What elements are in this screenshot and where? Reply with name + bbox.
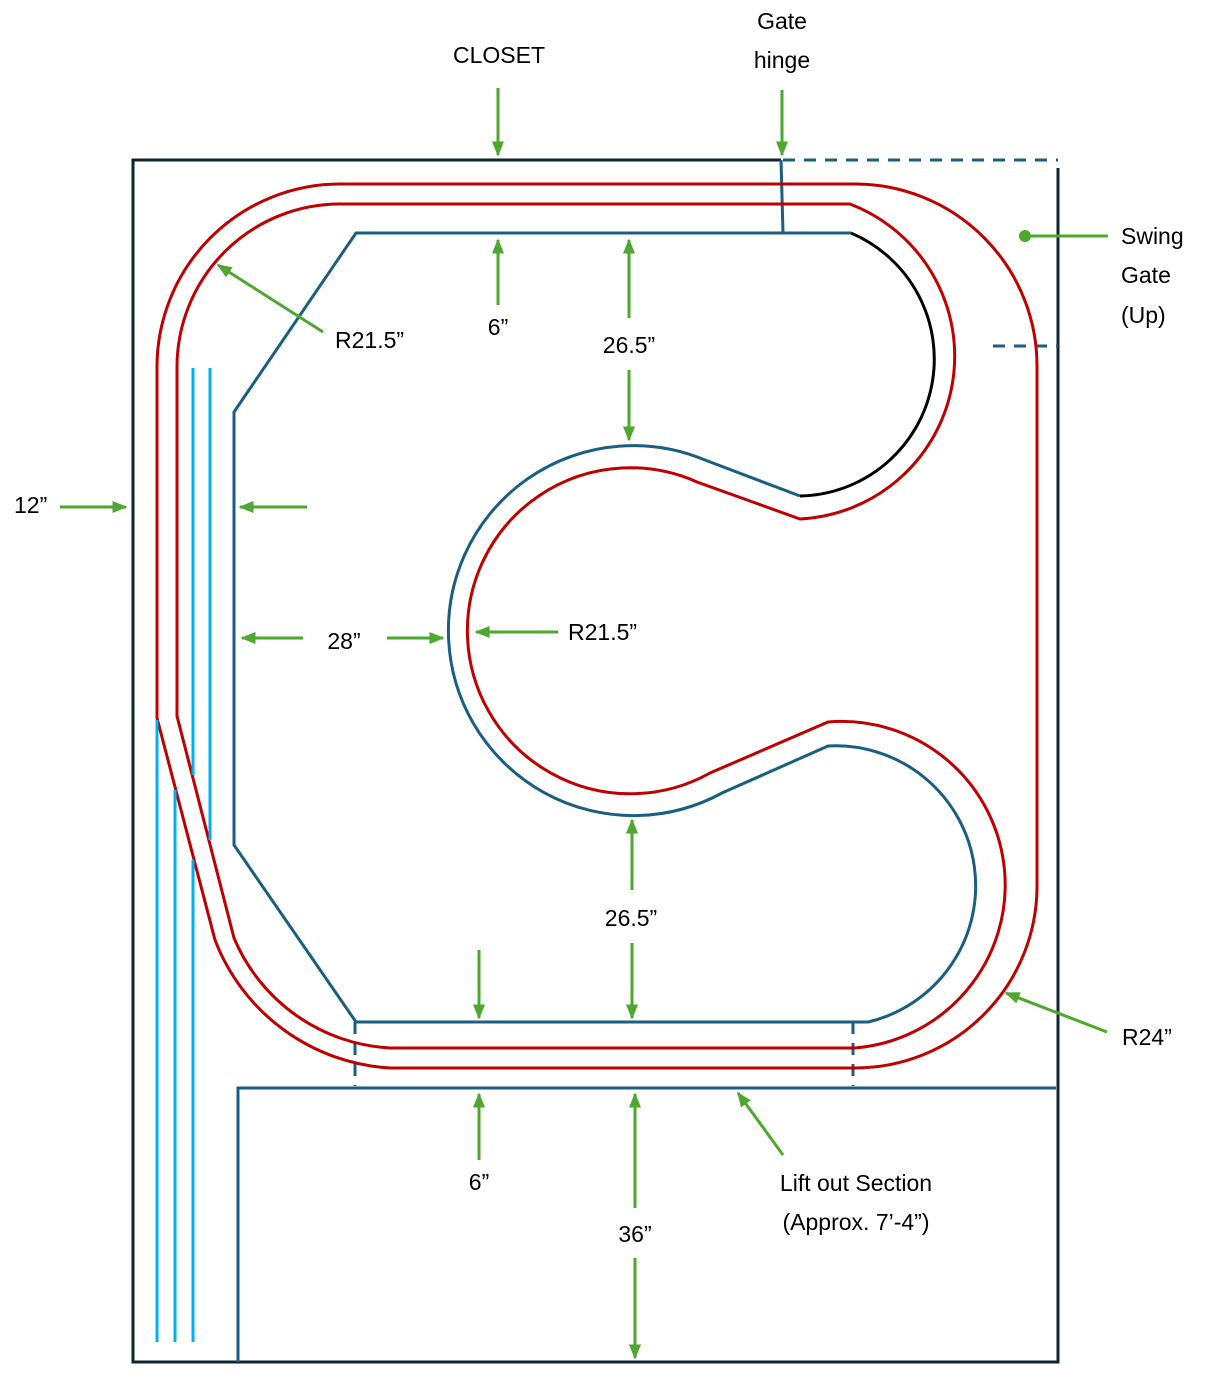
dimension-arrows xyxy=(60,88,1108,1360)
swing-gate-pointer xyxy=(1019,230,1108,242)
gate-hinge-line xyxy=(779,159,785,234)
closet-label: CLOSET xyxy=(452,42,546,68)
swing-gate-label-2: Gate xyxy=(1121,262,1171,288)
lift-out-depth-label: 36” xyxy=(618,1221,652,1247)
left-shelf-label: 12” xyxy=(14,492,48,518)
track-outer xyxy=(155,182,1039,1070)
gate-hinge-label-2: hinge xyxy=(753,47,811,73)
lift-out-label-1: Lift out Section xyxy=(779,1170,933,1196)
aisle-width-label: 28” xyxy=(327,628,361,654)
lift-out-section-edge xyxy=(236,1086,1056,1362)
lift-out-label-2: (Approx. 7’-4”) xyxy=(782,1209,930,1235)
swing-gate-edge xyxy=(799,231,936,498)
yard-spurs xyxy=(155,368,212,1342)
swing-gate-dashed-edges xyxy=(353,158,1058,1086)
lower-gap-label: 26.5” xyxy=(604,905,658,931)
radius-top-left-label: R21.5” xyxy=(335,327,405,353)
radius-middle-label: R21.5” xyxy=(568,619,638,645)
room-frame xyxy=(131,158,1060,1364)
radius-top-left-arrow xyxy=(216,263,324,334)
track-mainline xyxy=(155,182,1039,1070)
benchwork-edge xyxy=(232,159,978,1024)
track-inner xyxy=(175,202,1007,1050)
gate-hinge-label-1: Gate xyxy=(757,8,807,34)
top-clearance-label: 6” xyxy=(487,314,509,340)
bottom-clearance-label: 6” xyxy=(468,1169,490,1195)
upper-gap-label: 26.5” xyxy=(602,332,656,358)
radius-outer-label: R24” xyxy=(1122,1024,1172,1050)
swing-gate-label-1: Swing xyxy=(1121,223,1184,249)
swing-gate-label-3: (Up) xyxy=(1121,302,1166,328)
